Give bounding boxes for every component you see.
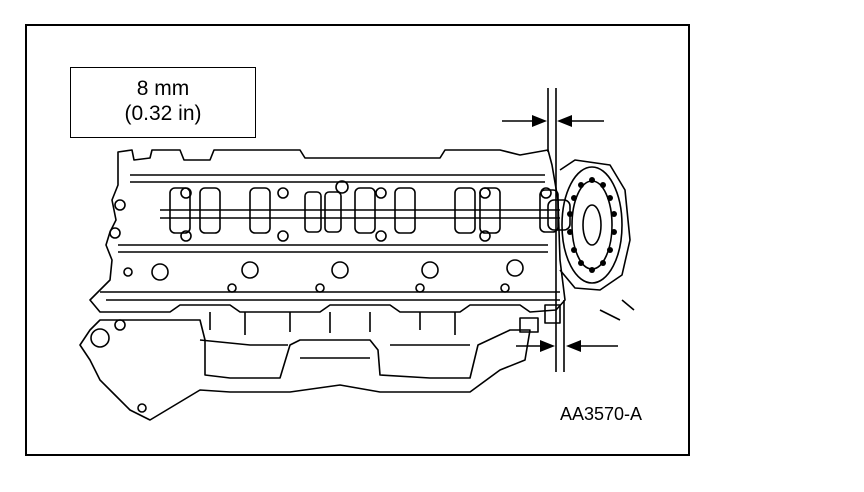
spec-metric: 8 mm xyxy=(136,77,190,100)
upper-dimension-arrows xyxy=(502,115,604,127)
rocker-arms xyxy=(160,187,560,234)
ports xyxy=(123,259,524,293)
camshaft-sprocket xyxy=(559,159,635,321)
sprocket-teeth xyxy=(567,177,617,273)
measurement-lines xyxy=(547,88,565,372)
bolts-upper xyxy=(109,180,552,242)
cylinder-head-outline xyxy=(89,149,566,313)
specification-callout: 8 mm (0.32 in) xyxy=(70,67,256,138)
figure-id: AA3570-A xyxy=(560,404,643,424)
lower-dimension-arrows xyxy=(516,340,618,352)
exhaust-manifold xyxy=(79,319,531,421)
spec-imperial: (0.32 in) xyxy=(124,102,202,125)
